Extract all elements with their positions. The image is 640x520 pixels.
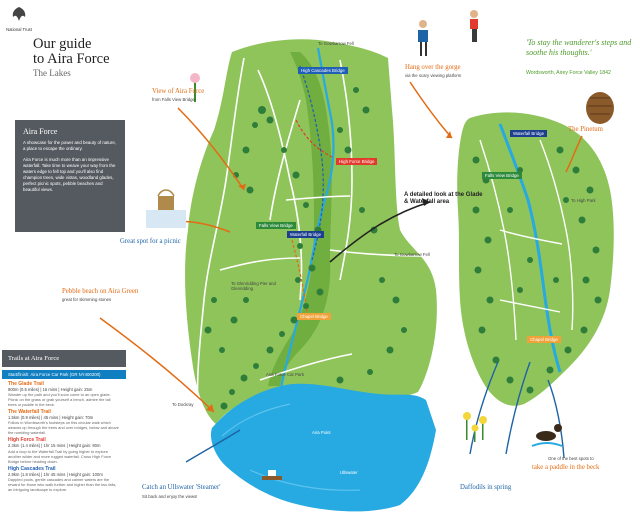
daffodil-illustration	[463, 412, 487, 442]
quote-source: Wordsworth, Airey Force Valley 1842	[526, 70, 611, 76]
trail-item: High Cascades Trail 2.9km (1.8 miles) | …	[2, 464, 126, 492]
trail-item: The Glade Trail 900m (0.5 miles) | 15 mi…	[2, 379, 126, 407]
logo-text: National Trust	[6, 27, 32, 32]
title-line-1: Our guide	[33, 36, 92, 52]
callout-paddle-pre: One of the best spots to	[548, 456, 594, 461]
pine-cone-illustration	[586, 92, 614, 124]
trail-stats: 1.5km (0.9 miles) | 45 mins | Height gai…	[8, 415, 94, 421]
oak-leaf-icon	[12, 7, 26, 21]
trail-stats: 2.9km (1.8 miles) | 1hr 45 mins | Height…	[8, 471, 103, 477]
trail-stats: 900m (0.5 miles) | 15 mins | Height gain…	[8, 387, 93, 392]
wordsworth-quote: 'To stay the wanderer's steps and soothe…	[526, 38, 632, 57]
callout-gorge-sub: via the scary viewing platform	[405, 73, 462, 78]
ullswater-lake	[210, 383, 436, 512]
place-carpark: Aira Force Car Park	[266, 372, 304, 377]
inset-waterfall-bridge-tag: Waterfall Bridge	[510, 130, 548, 137]
trail-stats: 2.3km (1.4 miles) | 1hr 15 mins | Height…	[8, 443, 101, 449]
inset-river	[498, 123, 562, 373]
callout-paddle-label: take a paddle in the beck	[532, 464, 600, 471]
trail-desc: Dappled pools, gentle cascades and calme…	[8, 476, 117, 492]
trail-name: High Cascades Trail	[8, 465, 56, 472]
callout-pebble-sub: great for skimming stones	[62, 297, 112, 302]
title-line-2: to Aira Force	[33, 51, 110, 67]
footpaths	[196, 57, 431, 411]
place-ullswater: Ullswater	[340, 470, 358, 475]
callout-arrows-orange	[99, 81, 583, 413]
walker-illustration	[418, 10, 478, 56]
flower-illustration	[190, 73, 200, 102]
chapel-bridge-tag: Chapel Bridge	[297, 313, 331, 320]
valley-strip	[268, 52, 332, 386]
national-trust-logo: National Trust	[6, 6, 32, 32]
trail-item: The Waterfall Trail 1.5km (0.9 miles) | …	[2, 407, 126, 435]
callout-view-sub: from Falls View Bridge	[152, 97, 195, 102]
detail-arrow	[329, 201, 431, 263]
trail-desc: Wander up the path and you'll soon come …	[8, 392, 111, 408]
place-dockray: To Dockray	[172, 402, 194, 407]
callout-ullswater-sub: Sit back and enjoy the views!	[142, 494, 198, 499]
high-force-bridge-tag: High Force Bridge	[336, 158, 378, 165]
inset-map-land	[457, 112, 614, 406]
callout-pebble-label: Pebble beach on Aira Green	[62, 288, 139, 295]
main-map-trees	[204, 87, 407, 410]
place-gowbarrow-mid: To Gowbarrow Fell	[394, 252, 430, 257]
place-glenridding: To Glenridding Pier and Glenridding	[231, 281, 276, 292]
detailed-look-label: A detailed look at the Glade & Waterfall…	[404, 192, 483, 205]
place-high-park: To High Park	[571, 198, 596, 203]
info-box: Aira Force A showcase for the power and …	[15, 120, 125, 232]
trail-name: The Glade Trail	[8, 381, 44, 387]
callout-picnic-label: Great spot for a picnic	[120, 238, 181, 245]
trails-panel: Trails at Aira Force Start/finish: Aira …	[2, 350, 126, 492]
trail-desc: Add a loop to the Waterfall Trail by goi…	[8, 448, 112, 464]
inset-paths	[479, 139, 574, 341]
info-para-2: Aira Force is much more than an impressi…	[23, 157, 116, 192]
arrow-heads-orange	[206, 131, 452, 412]
callout-ullswater-label: Catch an Ullswater 'Steamer'	[142, 484, 221, 491]
inset-chapel-bridge-tag: Chapel Bridge	[527, 336, 561, 343]
callout-gorge-label: Hang over the gorge	[405, 64, 461, 71]
trail-item: High Force Trail 2.3km (1.4 miles) | 1hr…	[2, 435, 126, 463]
trail-desc: Follow in Wordsworth's footsteps on this…	[8, 420, 119, 436]
picnic-illustration	[146, 189, 186, 228]
callout-daffodils-label: Daffodils in spring	[460, 484, 512, 491]
info-heading: Aira Force	[23, 127, 58, 136]
high-cascades-bridge-tag: High Cascades Bridge	[298, 67, 348, 74]
falls-view-bridge-tag: Falls View Bridge	[256, 222, 296, 229]
inset-falls-view-bridge-tag: Falls View Bridge	[482, 172, 522, 179]
info-para-1: A showcase for the power and beauty of n…	[23, 140, 116, 151]
high-force-trail-line	[295, 119, 335, 159]
trails-heading: Trails at Aira Force	[2, 350, 126, 367]
page-subtitle: The Lakes	[33, 68, 71, 78]
trail-name: High Force Trail	[8, 437, 46, 444]
trails-start: Start/finish: Aira Force Car Park (GR NY…	[2, 370, 126, 379]
callout-arrows-blue	[185, 361, 565, 463]
callout-pinetum-label: The Pinetum	[568, 126, 603, 133]
place-aira-point: Aira Point	[312, 430, 331, 435]
steamer-boat	[262, 470, 282, 480]
place-gowbarrow-top: To Gowbarrow Fell	[318, 41, 354, 46]
dog-illustration	[531, 424, 563, 447]
trail-name: The Waterfall Trail	[8, 409, 51, 416]
page-title: Our guide to Aira Force	[33, 37, 110, 67]
waterfall-bridge-tag: Waterfall Bridge	[287, 231, 325, 238]
callout-view-label: View of Aira Force	[152, 88, 205, 95]
